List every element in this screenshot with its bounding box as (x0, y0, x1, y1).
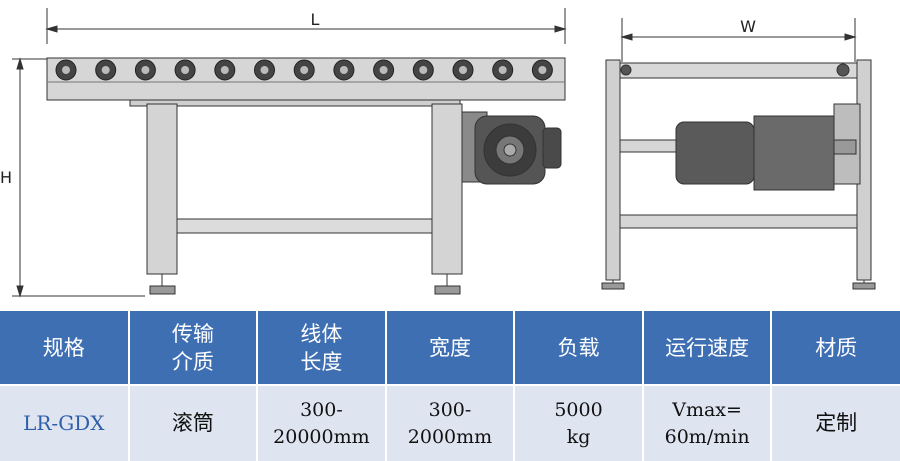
width-dimension (620, 18, 857, 62)
height-label: H (0, 168, 12, 187)
front-left-leg (146, 103, 178, 275)
side-lower-crossbar (619, 214, 858, 229)
roller-hub (419, 66, 428, 74)
header-spec: 规格 (0, 311, 130, 385)
roller-hub (538, 66, 547, 74)
side-right-foot (852, 282, 876, 290)
roller-hub (101, 66, 110, 74)
side-view: W (601, 17, 876, 290)
header-width: 宽度 (385, 311, 516, 385)
cell-line-length: 300- 20000mm (257, 384, 387, 461)
side-motor (675, 103, 861, 191)
front-crossbar (176, 218, 433, 234)
spec-table: 规格 传输 介质 线体 长度 宽度 负载 运行速度 材质 LR-GDX 滚筒 3… (0, 311, 900, 461)
cell-medium: 滚筒 (128, 384, 259, 461)
conveyor-drawing: L H (0, 8, 876, 298)
header-material: 材质 (771, 311, 900, 385)
header-line-length: 线体 长度 (257, 311, 387, 385)
roller-hub (220, 66, 229, 74)
front-right-leg (431, 103, 463, 275)
front-view: L H (0, 8, 567, 298)
spec-header-row: 规格 传输 介质 线体 长度 宽度 负载 运行速度 材质 (0, 311, 900, 385)
cell-speed: Vmax= 60m/min (642, 384, 773, 461)
drive-motor (461, 111, 562, 185)
front-frame-underside (129, 99, 461, 107)
roller-row (55, 59, 553, 81)
side-roller (614, 62, 860, 79)
length-dimension (45, 8, 567, 44)
width-label: W (740, 17, 756, 36)
front-right-foot (434, 285, 461, 295)
roller-hub (498, 66, 507, 74)
roller-hub (181, 66, 190, 74)
roller-hub (300, 66, 309, 74)
cell-load: 5000 kg (514, 384, 644, 461)
spec-data-row: LR-GDX 滚筒 300- 20000mm 300- 2000mm 5000 … (0, 384, 900, 461)
header-medium: 传输 介质 (128, 311, 259, 385)
roller-hub (260, 66, 269, 74)
front-left-foot (149, 285, 176, 295)
side-left-post (605, 59, 621, 281)
roller-hub (62, 66, 70, 74)
roller-hub (459, 66, 467, 74)
header-load: 负载 (514, 311, 644, 385)
height-dimension (12, 57, 145, 298)
cell-material: 定制 (771, 384, 900, 461)
side-shaft (619, 139, 681, 153)
roller-hub (141, 66, 150, 74)
cell-width: 300- 2000mm (385, 384, 516, 461)
roller-hub (379, 66, 388, 74)
header-speed: 运行速度 (642, 311, 773, 385)
side-left-foot (601, 282, 625, 290)
length-label: L (311, 10, 320, 29)
roller-hub (339, 66, 348, 74)
cell-model: LR-GDX (0, 384, 130, 461)
